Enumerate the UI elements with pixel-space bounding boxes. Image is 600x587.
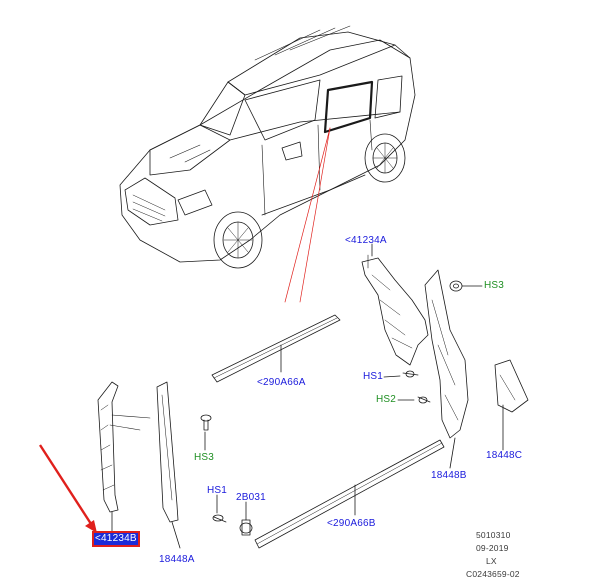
- label-trim-c[interactable]: 18448C: [486, 450, 523, 461]
- highlight-arrow: [38, 444, 97, 533]
- hs2-screw: [397, 396, 431, 404]
- hs3-right-nut: [449, 280, 483, 292]
- label-moulding-right[interactable]: <41234A: [345, 235, 387, 246]
- window-leader-lines: [284, 127, 331, 303]
- label-seal-upper[interactable]: <290A66A: [257, 377, 306, 388]
- seal-upper-part: [211, 314, 341, 383]
- trim-a-part: [156, 381, 181, 549]
- moulding-right-part: [361, 243, 429, 366]
- label-hs1-left[interactable]: HS1: [207, 485, 228, 496]
- label-moulding-left[interactable]: <41234B: [92, 531, 140, 547]
- meta-code: 5010310: [476, 530, 511, 540]
- clip-2b031-part: [239, 501, 253, 536]
- label-seal-lower[interactable]: <290A66B: [327, 518, 376, 529]
- label-hs3-right[interactable]: HS3: [484, 280, 505, 291]
- meta-date: 09-2019: [476, 543, 509, 553]
- hs1-left-screw: [212, 494, 227, 523]
- vehicle-illustration: [119, 25, 416, 269]
- hs3-left-screw: [200, 414, 212, 451]
- label-clip[interactable]: 2B031: [236, 492, 266, 503]
- trim-c-part: [494, 359, 529, 451]
- moulding-left-part: [97, 381, 151, 533]
- trim-b-part: [424, 269, 469, 469]
- seal-lower-part: [254, 439, 445, 549]
- hs1-right-screw: [383, 370, 419, 378]
- label-trim-a[interactable]: 18448A: [159, 554, 195, 565]
- label-hs1-right[interactable]: HS1: [363, 371, 384, 382]
- label-trim-b[interactable]: 18448B: [431, 470, 467, 481]
- label-hs3-left[interactable]: HS3: [194, 452, 215, 463]
- meta-reference: C0243659-02: [466, 569, 520, 579]
- meta-model: LX: [486, 556, 497, 566]
- label-hs2[interactable]: HS2: [376, 394, 397, 405]
